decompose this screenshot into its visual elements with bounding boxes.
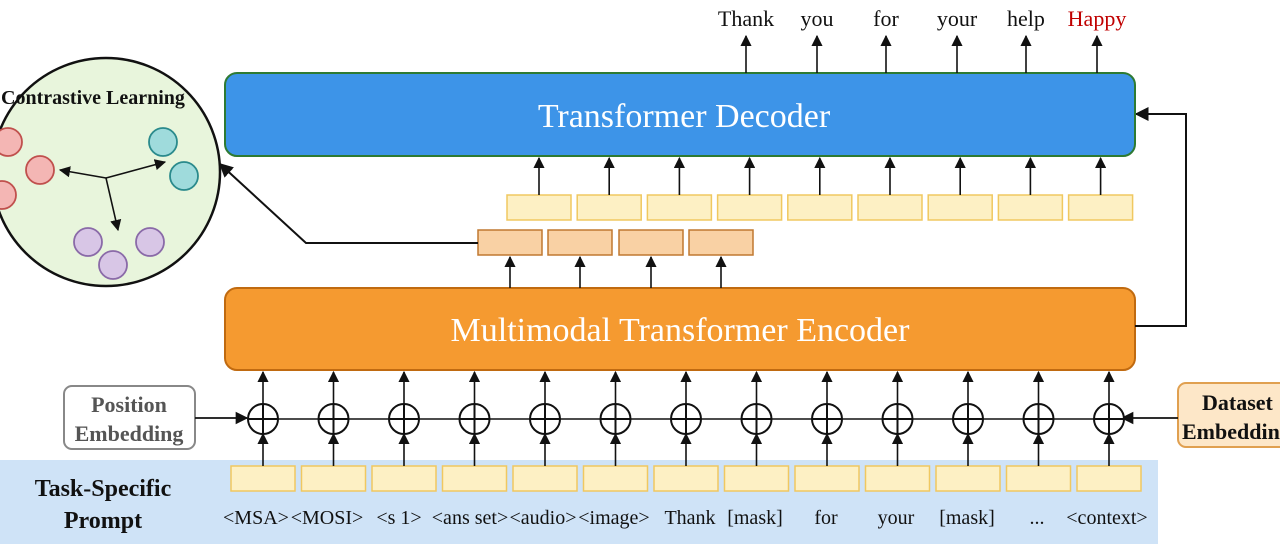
oplus-symbol (317, 403, 350, 435)
input-token-label: [mask] (939, 507, 995, 529)
red-point (0, 180, 17, 210)
input-token-box (723, 465, 790, 492)
contrastive-arrow-down (105, 177, 122, 232)
decoder-input-box (716, 194, 783, 221)
oplus-symbols (247, 403, 1125, 435)
encoder-to-decoder-connector (1134, 107, 1187, 327)
input-token-label: <image> (578, 507, 649, 529)
input-token-label: your (878, 507, 915, 529)
oplus-symbol (1022, 403, 1055, 435)
decoder-input-box (506, 194, 572, 221)
input-token-labels: <MSA><MOSI> <s 1> <ans set><audio><image> T… (223, 507, 1148, 529)
input-token-label: [mask] (727, 507, 783, 529)
contrastive-points (0, 127, 199, 280)
oplus-symbol (952, 403, 984, 435)
input-token-label: <MOSI> (291, 507, 364, 529)
encoder-output-to-contrastive-arrow (218, 163, 478, 244)
decoder-input-box (576, 194, 642, 221)
input-token-label: <ans set> (432, 507, 508, 529)
red-point (25, 155, 55, 185)
decoder-input-box (787, 194, 853, 221)
input-token-boxes (230, 465, 1142, 492)
output-token: you (801, 6, 834, 31)
oplus-symbol (458, 403, 491, 435)
position-embedding-line1: Position (91, 392, 167, 417)
encoder-output-box (618, 229, 684, 256)
output-token: for (873, 6, 899, 31)
decoder-input-box (1067, 194, 1134, 221)
decoder-block (224, 72, 1136, 157)
oplus-symbol (670, 403, 702, 435)
decoder-label: Transformer Decoder (538, 98, 831, 135)
encoder-output-box (477, 229, 543, 256)
encoder-output-box (547, 229, 613, 256)
position-embedding-line2: Embedding (75, 421, 184, 446)
input-token-box (441, 465, 508, 492)
decoder-input-box (927, 194, 993, 221)
encoder-output-box (688, 229, 754, 256)
input-token-box (794, 465, 860, 492)
input-token-box (371, 465, 437, 492)
input-token-label: <s 1> (376, 507, 421, 529)
encoder-output-boxes (477, 229, 754, 288)
dataset-embedding-box (1177, 382, 1280, 448)
oplus-symbol (529, 403, 561, 435)
input-token-label: <context> (1066, 507, 1147, 529)
input-token-box (582, 465, 649, 492)
output-token: your (937, 6, 978, 31)
dataset-embedding-line2: Embedding (1182, 419, 1280, 444)
output-tokens: Thank you for your help Happy (718, 6, 1126, 73)
dataset-embedding-line1: Dataset (1202, 390, 1274, 415)
input-token-label: ... (1030, 507, 1045, 529)
decoder-input-box (997, 194, 1064, 221)
input-token-box (1076, 465, 1142, 492)
oplus-symbol (811, 403, 843, 435)
encoder-block (224, 287, 1136, 371)
decoder-input-boxes (506, 156, 1134, 221)
input-token-box (935, 465, 1001, 492)
input-token-label: for (814, 507, 838, 529)
input-token-box (230, 465, 296, 492)
purple-point (135, 227, 165, 257)
red-point (0, 127, 23, 157)
purple-point (73, 227, 103, 257)
oplus-symbol (881, 403, 914, 435)
contrastive-arrow-left (58, 166, 107, 179)
decoder-input-box (857, 194, 923, 221)
output-token: help (1007, 6, 1045, 31)
input-token-box (864, 465, 931, 492)
input-token-label: Thank (664, 507, 715, 529)
output-token: Happy (1068, 6, 1127, 31)
input-arrows (257, 370, 1115, 466)
oplus-symbol (599, 403, 632, 435)
contrastive-learning-label: Contrastive Learning (1, 87, 185, 109)
input-token-label: <audio> (510, 507, 577, 529)
input-token-label: <MSA> (223, 507, 289, 529)
input-token-box (1005, 465, 1072, 492)
decoder-input-box (646, 194, 713, 221)
teal-point (169, 161, 199, 191)
contrastive-arrows (58, 159, 167, 232)
oplus-symbol (388, 403, 420, 435)
encoder-label: Multimodal Transformer Encoder (451, 312, 911, 349)
input-token-box (300, 465, 367, 492)
oplus-symbol (247, 403, 279, 435)
contrastive-arrow-right (105, 159, 167, 179)
oplus-symbol (1093, 403, 1125, 435)
teal-point (148, 127, 178, 157)
purple-point (98, 250, 128, 280)
input-token-box (653, 465, 719, 492)
prompt-label-line1: Task-Specific (35, 476, 172, 502)
oplus-symbol (740, 403, 773, 435)
input-token-box (512, 465, 578, 492)
prompt-label-line2: Prompt (64, 508, 142, 534)
output-token: Thank (718, 6, 774, 31)
